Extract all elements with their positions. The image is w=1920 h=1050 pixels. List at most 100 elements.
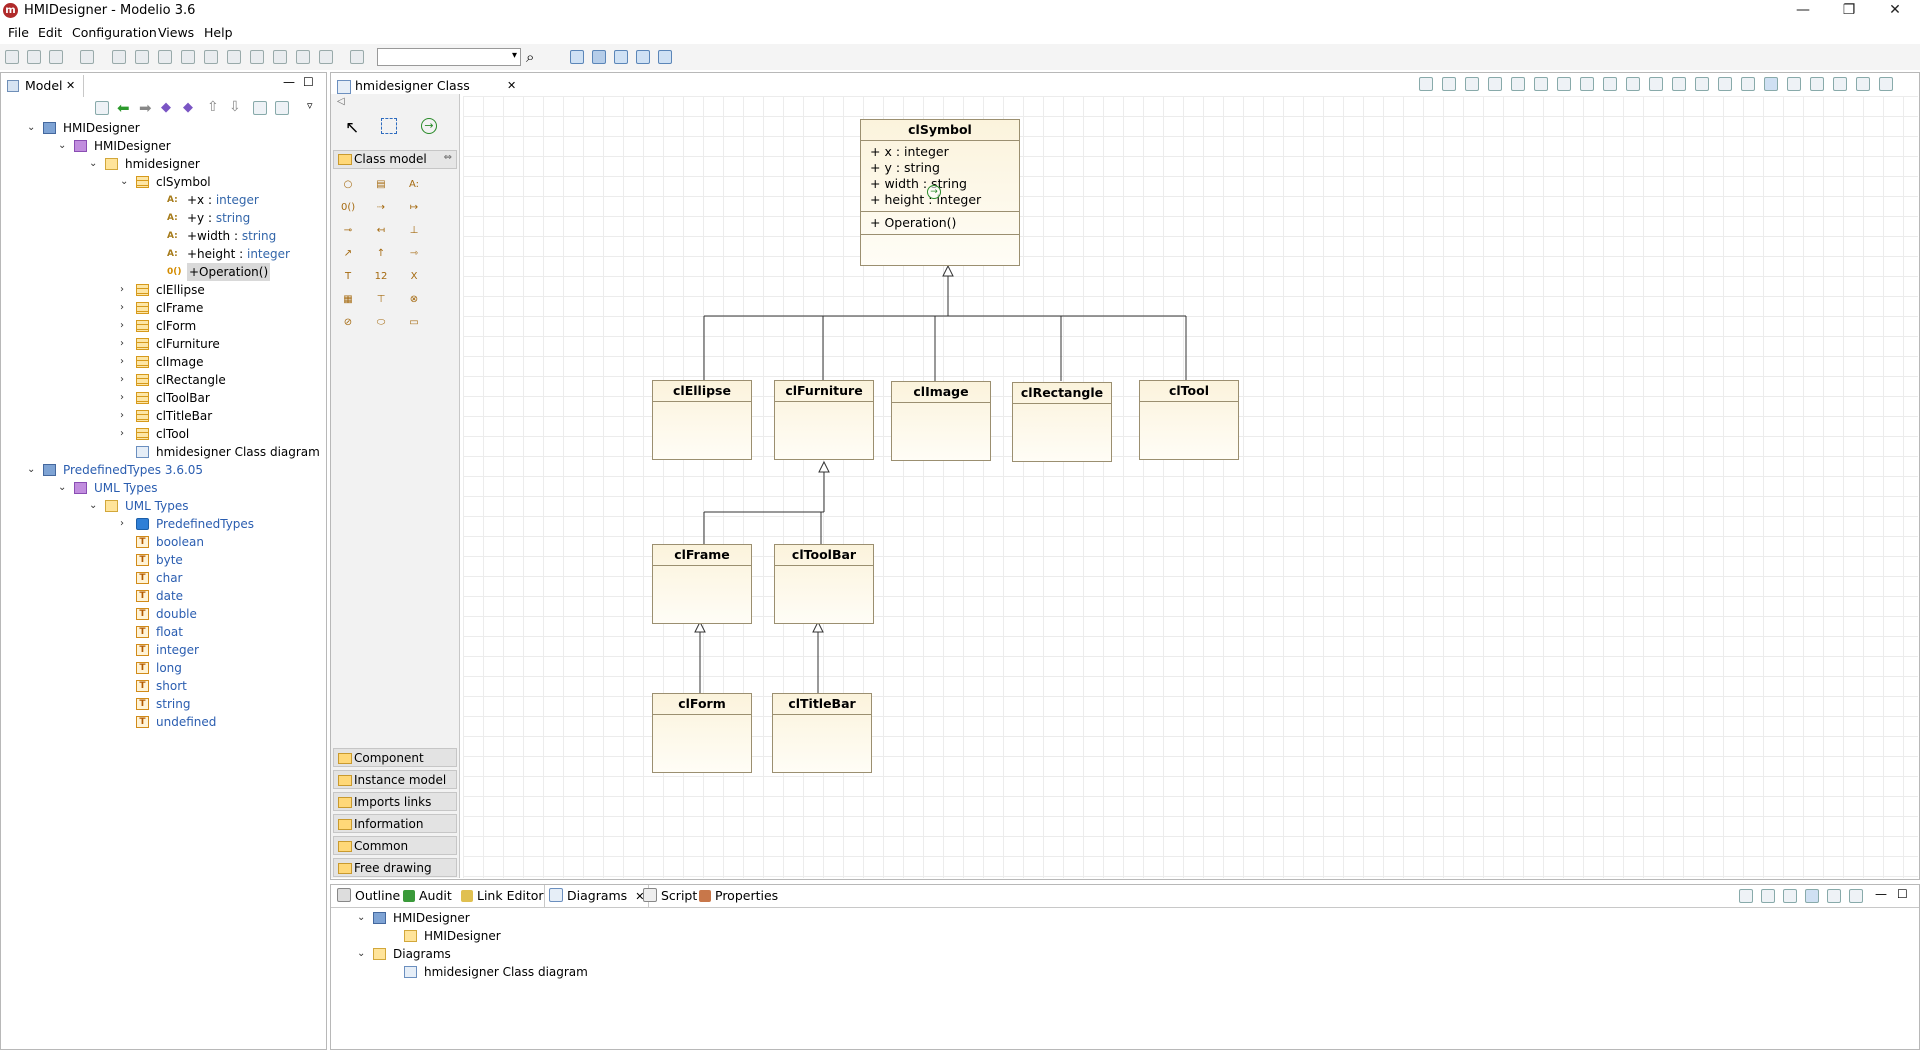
chevron-right-icon[interactable]: ›	[120, 374, 124, 385]
toolbar-action-11-icon[interactable]	[350, 50, 364, 64]
align-left-icon[interactable]	[1580, 77, 1594, 91]
menu-file[interactable]: File	[8, 25, 29, 40]
chevron-down-icon[interactable]: ⌄	[89, 158, 98, 169]
tree-item[interactable]: ⌄HMIDesigner	[331, 909, 931, 927]
class-icon[interactable]: ▤	[376, 179, 386, 190]
class-climage[interactable]: clImage	[891, 381, 991, 461]
tree-item[interactable]: ›clFurniture	[1, 335, 326, 353]
navigable-link-icon[interactable]: ↗	[343, 248, 353, 259]
chevron-down-icon[interactable]: ⌄	[27, 464, 36, 475]
tab-model[interactable]: Model ✕	[3, 75, 84, 97]
layout-icon[interactable]	[1557, 77, 1571, 91]
close-icon[interactable]: ✕	[635, 890, 645, 903]
close-icon[interactable]: ✕	[507, 79, 517, 92]
palette-section-component-model[interactable]: Component model	[333, 748, 457, 784]
toolbar-action-9-icon[interactable]	[296, 50, 310, 64]
tree-view-icon[interactable]	[1783, 889, 1797, 903]
restore-button[interactable]: ❐	[1842, 2, 1856, 18]
style-icon[interactable]	[1833, 77, 1847, 91]
chevron-right-icon[interactable]: ›	[120, 338, 124, 349]
attribute-icon[interactable]: A:	[408, 179, 420, 190]
tab-script[interactable]: Script	[643, 885, 697, 907]
aggregation-icon[interactable]: ⊸	[343, 225, 353, 236]
collapse-all-icon[interactable]	[1739, 889, 1753, 903]
model-perspective-icon[interactable]	[592, 50, 606, 64]
snap-icon[interactable]	[1787, 77, 1801, 91]
package-icon[interactable]: ▭	[409, 317, 419, 328]
chevron-right-icon[interactable]: ›	[120, 410, 124, 421]
size-icon[interactable]	[1741, 77, 1755, 91]
chevron-right-icon[interactable]: ›	[120, 392, 124, 403]
tree-item[interactable]: A:+y : string	[1, 209, 326, 227]
chevron-right-icon[interactable]: ›	[120, 320, 124, 331]
forward-arrow-icon[interactable]: ➡	[139, 99, 152, 117]
minimize-panel-icon[interactable]: —	[283, 75, 295, 89]
tab-properties[interactable]: Properties	[699, 885, 778, 907]
chevron-down-icon[interactable]: ⌄	[357, 948, 366, 959]
tree-item[interactable]: ›clFrame	[1, 299, 326, 317]
align-top-icon[interactable]	[1672, 77, 1686, 91]
composition-icon[interactable]: ↤	[376, 225, 386, 236]
palette-section-imports-links[interactable]: Imports links	[333, 792, 457, 811]
association-icon[interactable]: ↦	[409, 202, 419, 213]
workspace-perspective-icon[interactable]	[636, 50, 650, 64]
toolbar-action-4-icon[interactable]	[181, 50, 195, 64]
align-center-icon[interactable]	[1603, 77, 1617, 91]
close-button[interactable]: ✕	[1889, 2, 1901, 18]
minimize-panel-icon[interactable]	[1856, 77, 1870, 91]
class-clrectangle[interactable]: clRectangle	[1012, 382, 1112, 462]
align-bottom-icon[interactable]	[1718, 77, 1732, 91]
move-up-icon[interactable]: ⇧	[207, 99, 219, 115]
distribute-icon[interactable]	[1649, 77, 1663, 91]
tree-item[interactable]: ⌄HMIDesigner	[1, 137, 326, 155]
realization-icon[interactable]: ⊥	[409, 225, 419, 236]
maximize-panel-icon[interactable]	[1879, 77, 1893, 91]
usage-icon[interactable]: ⇾	[409, 248, 419, 259]
palette-section-common[interactable]: Common	[333, 836, 457, 855]
view-menu-icon[interactable]: ▿	[307, 99, 313, 112]
maximize-panel-icon[interactable]: ☐	[303, 75, 314, 89]
tree-item[interactable]: ›clEllipse	[1, 281, 326, 299]
save-image-icon[interactable]	[1511, 77, 1525, 91]
zoom-out-icon[interactable]	[1442, 77, 1456, 91]
pin-icon[interactable]: ⇔	[443, 152, 452, 163]
tab-link-editor[interactable]: Link Editor	[461, 885, 544, 907]
datatype-icon[interactable]: T	[344, 271, 352, 282]
select-tool-icon[interactable]: ↖	[345, 118, 360, 138]
close-icon[interactable]: ✕	[66, 79, 76, 92]
tree-item[interactable]: HMIDesigner	[331, 927, 931, 945]
chevron-right-icon[interactable]: ›	[120, 356, 124, 367]
tree-item[interactable]: A:+width : string	[1, 227, 326, 245]
attribute-row[interactable]: + width : string	[870, 176, 967, 191]
tree-item[interactable]: ⌄hmidesigner	[1, 155, 326, 173]
tree-item[interactable]: A:+height : integer	[1, 245, 326, 263]
template-binding-icon[interactable]: ⊤	[376, 294, 386, 305]
tab-audit[interactable]: Audit	[403, 885, 452, 907]
chevron-down-icon[interactable]: ⌄	[58, 140, 67, 151]
toolbar-action-7-icon[interactable]	[250, 50, 264, 64]
tree-item[interactable]: ⌄UML Types	[1, 497, 326, 515]
toolbar-action-3-icon[interactable]	[158, 50, 172, 64]
link-next-icon[interactable]: ◆	[183, 100, 193, 115]
collapse-all-icon[interactable]	[95, 101, 109, 115]
menu-configuration[interactable]: Configuration	[72, 25, 157, 40]
palette-collapse-icon[interactable]: ◁	[337, 96, 345, 107]
chevron-right-icon[interactable]: ›	[120, 518, 124, 529]
class-cltool[interactable]: clTool	[1139, 380, 1239, 460]
align-middle-icon[interactable]	[1695, 77, 1709, 91]
expand-icon[interactable]	[1761, 889, 1775, 903]
zoom-in-icon[interactable]	[1419, 77, 1433, 91]
tree-item[interactable]: ›clTool	[1, 425, 326, 443]
signal-icon[interactable]: ⊗	[409, 294, 419, 305]
palette-section-information-flows[interactable]: Information Flows	[333, 814, 457, 850]
chevron-right-icon[interactable]: ›	[120, 428, 124, 439]
class-cltoolbar[interactable]: clToolBar	[774, 544, 874, 624]
link-icon[interactable]	[1810, 77, 1824, 91]
flat-view-icon[interactable]	[1827, 889, 1841, 903]
minimize-button[interactable]: —	[1796, 2, 1810, 18]
